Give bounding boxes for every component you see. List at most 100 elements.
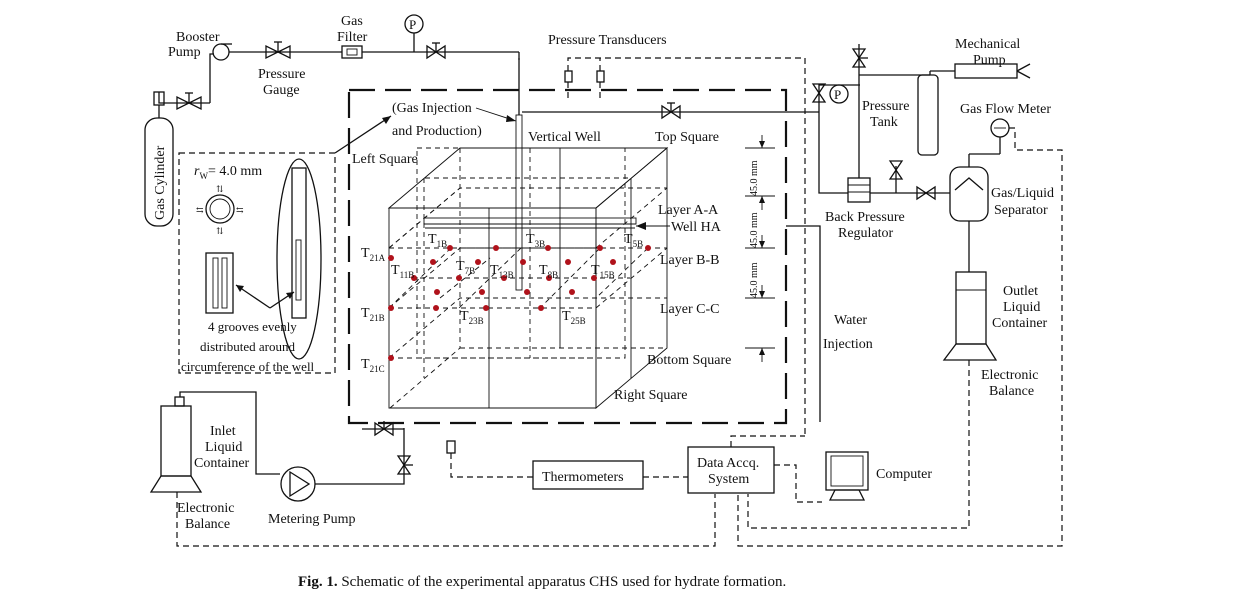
svg-text:T21A: T21A (361, 246, 386, 263)
dimension-label-1: 45.0 mm (749, 160, 760, 196)
svg-text:T3B: T3B (526, 232, 545, 249)
left-balance-label-1: Electronic (177, 501, 235, 516)
reactor-vessel-region (347, 88, 788, 425)
top-square-label: Top Square (655, 130, 719, 145)
gas-filter-icon (341, 45, 363, 59)
outlet-container-label-3: Container (992, 316, 1048, 331)
pressure-transducers-label: Pressure Transducers (548, 33, 667, 48)
right-balance-label-2: Balance (989, 384, 1034, 399)
transducer-icon-2 (596, 70, 605, 83)
left-balance-label-2: Balance (185, 517, 230, 532)
pressure-gauge-label-1: Pressure (258, 67, 305, 82)
svg-text:T21B: T21B (361, 306, 385, 323)
layer-c-label: Layer C-C (660, 302, 719, 317)
svg-text:T8B: T8B (539, 263, 558, 280)
gas-cylinder-label: Gas Cylinder (153, 145, 168, 220)
svg-text:T13B: T13B (490, 263, 514, 280)
computer-label: Computer (876, 467, 932, 482)
separator-label-1: Gas/Liquid (991, 186, 1054, 201)
reactor-cube (387, 147, 669, 409)
cylinder-valve-icon (176, 92, 202, 111)
pressure-tank-label-1: Pressure (862, 99, 909, 114)
metering-pump-label: Metering Pump (268, 512, 356, 527)
thermocouple-labels: T21A T1B T3B T5B T11B T7B T13B T8B T15B … (361, 232, 643, 374)
pressure-indicator-label: P (409, 17, 416, 32)
well-detail-inset (178, 152, 336, 374)
dimension-label-3: 45.0 mm (749, 262, 760, 298)
water-injection-label-1: Water (834, 313, 867, 328)
left-regulator-valve-icon (811, 83, 827, 103)
svg-text:⇅: ⇅ (216, 226, 224, 236)
computer-icon (825, 451, 869, 501)
gas-liquid-separator (949, 166, 989, 222)
daq-label-2: System (708, 472, 749, 487)
transducer-icon-1 (564, 70, 573, 83)
mechanical-pump-label-2: Pump (973, 53, 1006, 68)
bpr-label-1: Back Pressure (825, 210, 905, 225)
separator-top-valve-icon (888, 160, 904, 180)
vertical-well-label: Vertical Well (528, 130, 601, 145)
well-ha-label: Well HA (671, 220, 722, 235)
svg-text:⇅: ⇅ (216, 184, 224, 194)
back-pressure-regulator (847, 177, 871, 203)
tank-valve-icon (851, 48, 868, 68)
svg-text:T11B: T11B (391, 263, 414, 280)
gas-flow-meter-label: Gas Flow Meter (960, 102, 1051, 117)
flow-arrows-icon: ⇅ ⇅ ⇆ ⇆ (196, 184, 244, 236)
svg-text:T1B: T1B (428, 232, 447, 249)
booster-pump-label-1: Booster (176, 30, 220, 45)
bpr-label-2: Regulator (838, 226, 894, 241)
pressure-tank-label-2: Tank (870, 115, 898, 130)
grooves-note-1: 4 grooves evenly (208, 319, 297, 334)
right-balance-label-1: Electronic (981, 368, 1039, 383)
inlet-container-label-1: Inlet (210, 424, 236, 439)
inlet-container-label-2: Liquid (205, 440, 242, 455)
svg-text:T5B: T5B (624, 232, 643, 249)
outlet-balance (942, 343, 998, 361)
svg-text:T25B: T25B (562, 309, 586, 326)
svg-text:T23B: T23B (460, 309, 484, 326)
gas-injection-label-1: (Gas Injection (392, 101, 472, 116)
layer-b-label: Layer B-B (660, 253, 719, 268)
outlet-container-label-1: Outlet (1003, 284, 1038, 299)
gas-filter-label-1: Gas (341, 14, 363, 29)
tc-label-main: T (361, 246, 370, 261)
inlet-container-label-3: Container (194, 456, 250, 471)
figure-caption: Fig. 1. Schematic of the experimental ap… (298, 574, 786, 590)
outlet-container-label-2: Liquid (1003, 300, 1040, 315)
svg-text:⇆: ⇆ (196, 205, 204, 215)
grooves-note-3: circumference of the well (181, 359, 315, 374)
inlet-liquid-container (160, 405, 192, 477)
bottom-square-label: Bottom Square (647, 353, 731, 368)
separator-label-2: Separator (994, 203, 1048, 218)
svg-text:T15B: T15B (591, 263, 615, 280)
inlet-balance (149, 475, 203, 493)
svg-text:⇆: ⇆ (236, 205, 244, 215)
outlet-liquid-container (955, 271, 987, 345)
inlet-valve-icon (426, 42, 446, 60)
gas-injection-label-2: and Production) (392, 124, 482, 139)
daq-label-1: Data Accq. (697, 456, 759, 471)
thermometers-label: Thermometers (542, 470, 624, 485)
thermocouple-probes (388, 245, 651, 361)
mechanical-pump-label-1: Mechanical (955, 37, 1020, 52)
bottom-transducer-icon (446, 440, 456, 454)
separator-inlet-valve-icon (916, 185, 936, 201)
outlet-valve-icon (661, 102, 681, 120)
svg-text:T7B: T7B (456, 259, 475, 276)
metering-valve-icon (396, 455, 413, 475)
dimension-marks: 45.0 mm 45.0 mm 45.0 mm (745, 135, 775, 362)
left-square-label: Left Square (352, 152, 418, 167)
right-square-label: Right Square (614, 388, 688, 403)
dimension-label-2: 45.0 mm (749, 212, 760, 248)
booster-pump-label-2: Pump (168, 45, 201, 60)
svg-text:T21C: T21C (361, 357, 385, 374)
layer-a-label: Layer A-A (658, 203, 719, 218)
water-injection-label-2: Injection (823, 337, 873, 352)
pressure-gauge-valve-icon (265, 41, 291, 60)
gas-filter-label-2: Filter (337, 30, 368, 45)
horizontal-well-ha (423, 217, 637, 225)
pressure-indicator-icon-2 (829, 84, 849, 104)
pressure-gauge-label-2: Gauge (263, 83, 300, 98)
